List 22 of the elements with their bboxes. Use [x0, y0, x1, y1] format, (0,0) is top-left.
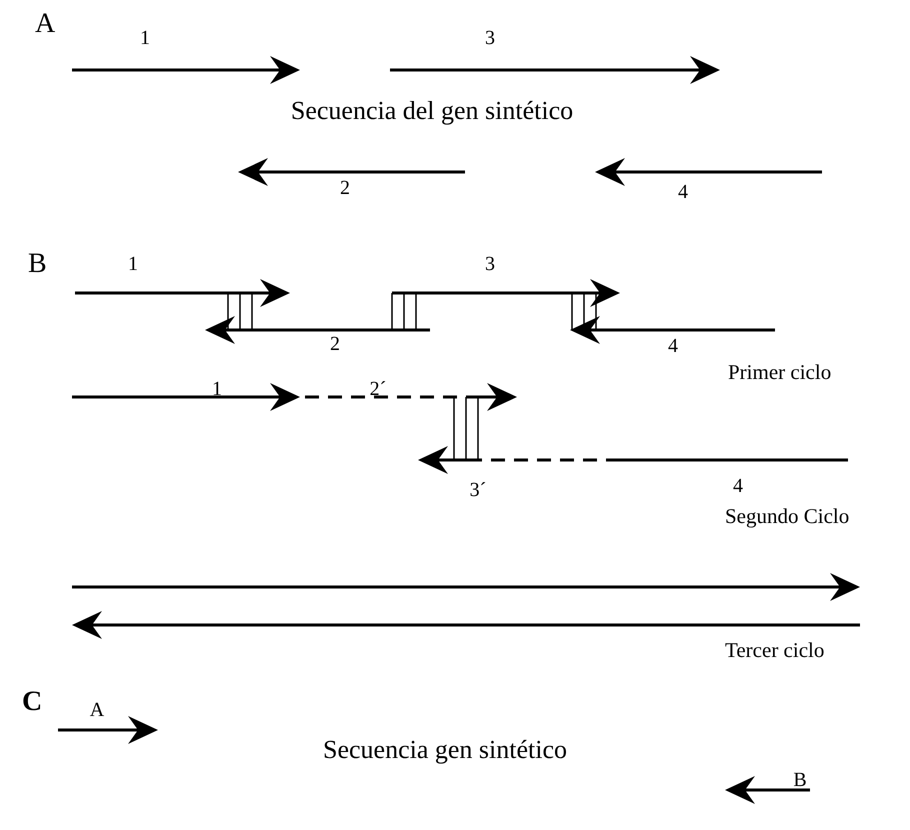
sequence-caption: Secuencia del gen sintético [290, 98, 574, 124]
strand-number: 2´ [370, 379, 386, 399]
cycle-caption: Tercer ciclo [725, 640, 824, 661]
strand-number: 4 [668, 336, 678, 356]
panel-letter: A [35, 10, 56, 38]
strand-number: 1 [140, 28, 150, 48]
panel-letter: C [22, 688, 42, 716]
strand-number: 2 [330, 334, 340, 354]
sequence-caption: Secuencia gen sintético [322, 737, 568, 763]
primer-label: A [90, 700, 104, 720]
strand-number: 1 [212, 379, 222, 399]
strand-number: 4 [733, 476, 743, 496]
strand-number: 3 [485, 28, 495, 48]
cycle-caption: Segundo Ciclo [725, 506, 850, 527]
strand-number: 3 [485, 254, 495, 274]
strand-number: 2 [340, 178, 350, 198]
strand-number: 1 [128, 254, 138, 274]
panel-letter: B [28, 250, 47, 278]
strand-number: 4 [678, 182, 688, 202]
primer-label: B [793, 770, 807, 790]
strand-number: 3´ [470, 480, 486, 500]
cycle-caption: Primer ciclo [728, 362, 832, 383]
